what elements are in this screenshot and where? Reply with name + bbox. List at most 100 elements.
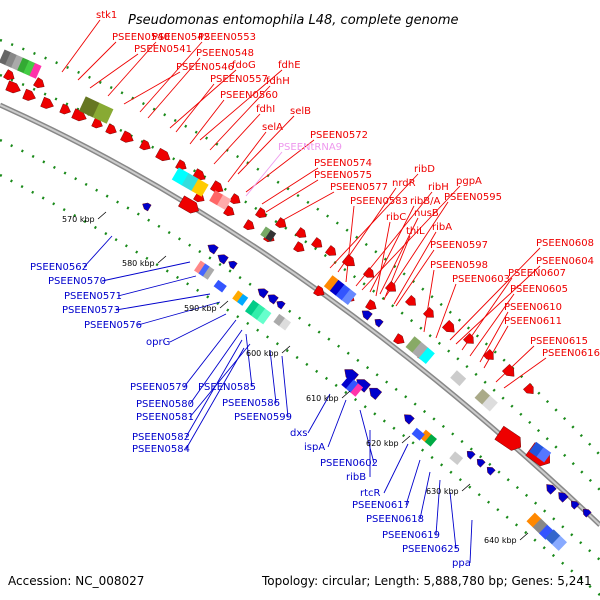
forward-gene-label[interactable]: PSEEN0597 [395, 240, 488, 307]
forward-gene-label[interactable]: pgpA [361, 176, 482, 291]
reverse-gene-label[interactable]: PSEEN0602 [320, 409, 378, 469]
gene-cluster-box[interactable] [449, 451, 464, 465]
forward-gene-label[interactable]: PSEEN0605 [469, 284, 568, 357]
forward-gene-arrow[interactable] [275, 217, 288, 230]
forward-gene-label[interactable]: PSEEN0608 [449, 238, 594, 341]
reverse-gene-arrow[interactable] [569, 499, 580, 510]
forward-gene-arrow[interactable] [494, 425, 526, 454]
gene-cluster-box[interactable] [474, 388, 498, 412]
forward-gene-arrow[interactable] [293, 241, 306, 255]
gene-cluster-box[interactable] [545, 529, 568, 551]
forward-gene-arrow[interactable] [243, 219, 256, 233]
reverse-gene-arrow[interactable] [544, 482, 557, 495]
forward-gene-label[interactable]: PSEEN0560 [189, 90, 278, 145]
forward-gene-arrow[interactable] [223, 205, 236, 219]
forward-gene-label[interactable]: ribA [393, 222, 452, 305]
forward-gene-label[interactable]: PSEEN0540 [77, 32, 170, 81]
reverse-gene-label[interactable]: PSEEN0584 [132, 347, 245, 455]
forward-gene-label[interactable]: fdhH [209, 76, 290, 151]
reverse-gene-arrow[interactable] [556, 490, 569, 503]
reverse-gene-label[interactable]: PSEEN0582 [132, 339, 243, 443]
gene-cluster-box[interactable] [209, 190, 232, 210]
forward-gene-label[interactable]: PSEEN0577 [275, 182, 388, 225]
gene-cluster-box[interactable] [79, 96, 114, 124]
forward-gene-label[interactable]: PSEEN0604 [455, 256, 594, 345]
forward-gene-arrow[interactable] [362, 267, 376, 280]
reverse-gene-label[interactable]: PSEEN0625 [402, 491, 460, 555]
gene-cluster-box[interactable] [273, 313, 292, 331]
forward-gene-arrow[interactable] [22, 88, 38, 103]
forward-gene-label[interactable]: PSEEN0598 [423, 260, 488, 333]
forward-gene-label[interactable]: stk1 [61, 10, 117, 73]
forward-gene-arrow[interactable] [255, 207, 268, 220]
reverse-gene-arrow[interactable] [141, 201, 152, 212]
gene-cluster-box[interactable] [405, 336, 435, 365]
gene-cluster-box[interactable] [526, 512, 554, 540]
reverse-gene-label[interactable]: PSEEN0579 [130, 319, 237, 393]
reverse-gene-arrow[interactable] [227, 259, 238, 270]
reverse-gene-arrow[interactable] [216, 252, 229, 265]
forward-gene-arrow[interactable] [313, 285, 326, 299]
reverse-gene-label[interactable]: PSEEN0570 [48, 261, 191, 287]
forward-gene-arrow[interactable] [155, 147, 172, 164]
forward-gene-label[interactable]: ribB/A [369, 196, 440, 293]
gene-cluster-box[interactable] [450, 370, 467, 387]
reverse-gene-arrow[interactable] [206, 242, 219, 255]
forward-gene-arrow[interactable] [178, 195, 201, 216]
forward-gene-label[interactable]: PSEEN0616 [503, 348, 600, 389]
reverse-gene-arrow[interactable] [581, 507, 592, 518]
reverse-gene-arrow[interactable] [485, 465, 496, 476]
forward-gene-label[interactable]: PSEEN0548 [147, 48, 254, 119]
forward-gene-arrow[interactable] [120, 130, 135, 145]
forward-gene-label[interactable]: fdoG [169, 60, 256, 129]
forward-gene-label[interactable]: selB [237, 106, 311, 175]
forward-gene-label[interactable]: PSEEN0603 [435, 274, 510, 339]
forward-gene-arrow[interactable] [311, 237, 324, 250]
reverse-gene-label[interactable]: PSEEN0573 [62, 293, 211, 316]
reverse-gene-arrow[interactable] [266, 292, 279, 305]
gene-cluster-box[interactable] [213, 279, 227, 293]
forward-gene-arrow[interactable] [501, 363, 517, 380]
forward-gene-arrow[interactable] [40, 96, 56, 111]
reverse-gene-arrow[interactable] [360, 308, 373, 321]
gene-cluster-box[interactable] [0, 49, 42, 79]
forward-gene-label[interactable]: PSEEN0557 [175, 74, 268, 133]
reverse-gene-arrow[interactable] [275, 299, 286, 310]
forward-gene-label[interactable]: ribC [375, 212, 406, 297]
forward-gene-label[interactable]: PSEEN0583 [345, 196, 408, 283]
gene-cluster-box[interactable] [260, 226, 277, 242]
gene-cluster-box[interactable] [194, 260, 215, 280]
forward-gene-arrow[interactable] [139, 139, 152, 153]
forward-gene-arrow[interactable] [59, 103, 73, 116]
forward-gene-arrow[interactable] [33, 77, 46, 91]
reverse-gene-label[interactable]: dxs [290, 393, 331, 439]
reverse-gene-arrow[interactable] [402, 412, 415, 425]
gene-cluster-box[interactable] [323, 275, 357, 306]
forward-gene-label[interactable]: PSEEN0546 [123, 62, 234, 105]
reverse-gene-label[interactable]: PSEEN0599 [234, 355, 292, 423]
reverse-gene-arrow[interactable] [475, 457, 486, 468]
forward-gene-arrow[interactable] [462, 332, 476, 346]
reverse-gene-label[interactable]: PSEEN0576 [84, 301, 221, 331]
gene-cluster-box[interactable] [244, 299, 272, 325]
reverse-gene-label[interactable]: ispA [304, 399, 347, 453]
gene-cluster-box[interactable] [419, 429, 437, 447]
forward-gene-label[interactable]: nusB [379, 208, 439, 295]
forward-gene-arrow[interactable] [384, 281, 398, 294]
reverse-gene-arrow[interactable] [373, 317, 384, 328]
forward-gene-arrow[interactable] [5, 80, 23, 96]
gene-cluster-box[interactable] [529, 441, 552, 463]
forward-gene-arrow[interactable] [295, 227, 308, 240]
forward-gene-arrow[interactable] [105, 123, 119, 136]
reverse-gene-label[interactable]: PSEEN0581 [136, 343, 251, 423]
reverse-gene-arrow[interactable] [465, 449, 476, 460]
forward-gene-label[interactable]: PSEENtRNA9 [245, 142, 342, 197]
forward-gene-label[interactable]: PSEEN0572 [245, 130, 368, 193]
reverse-gene-label[interactable]: PSEEN0580 [136, 329, 243, 410]
forward-gene-label[interactable]: PSEEN0610 [479, 302, 562, 363]
forward-gene-label[interactable]: selA [227, 122, 283, 183]
reverse-gene-label[interactable]: ppa [452, 519, 473, 569]
reverse-gene-label[interactable]: PSEEN0617 [352, 459, 421, 511]
reverse-gene-arrow[interactable] [366, 384, 383, 400]
forward-gene-arrow[interactable] [393, 333, 406, 347]
